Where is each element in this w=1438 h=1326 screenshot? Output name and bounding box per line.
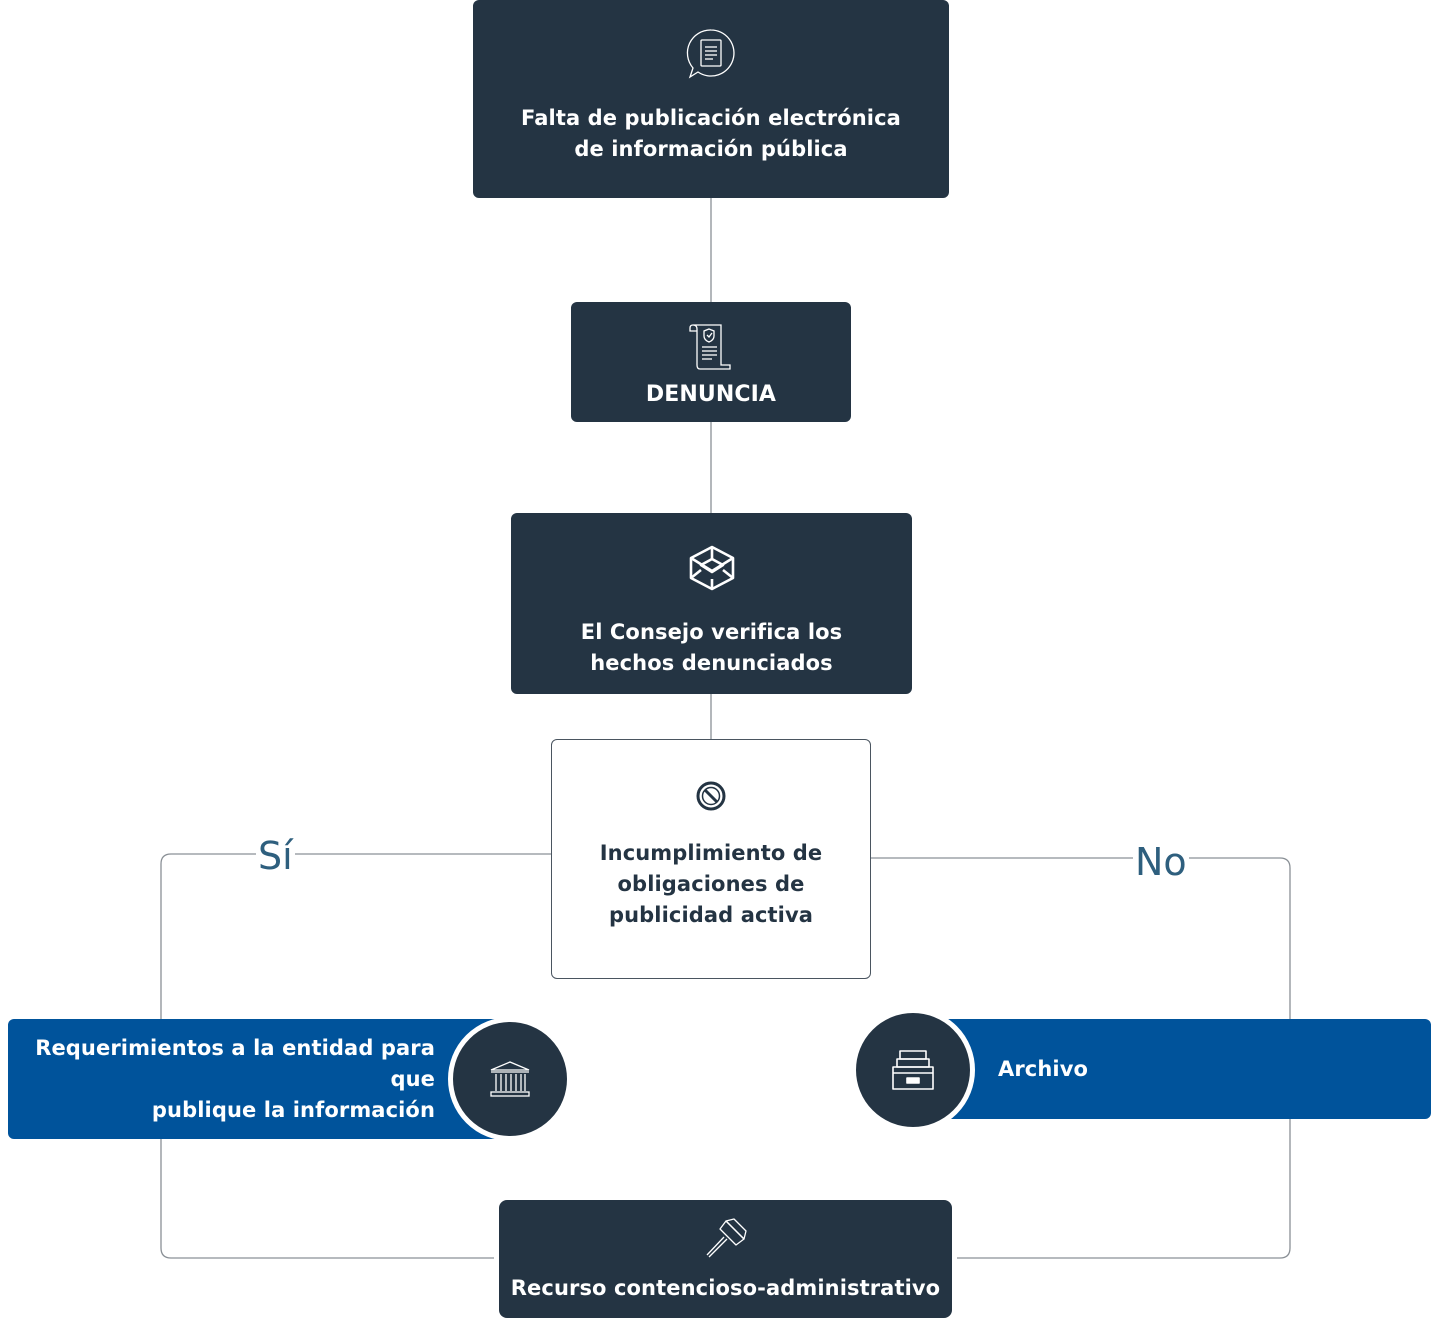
node-denuncia: DENUNCIA xyxy=(571,302,851,422)
connector-req-recurso xyxy=(160,1139,494,1259)
incumplimiento-line-3: publicidad activa xyxy=(608,903,814,927)
falta-line-2: de información pública xyxy=(574,137,848,161)
recurso-label: Recurso contencioso-administrativo xyxy=(510,1276,941,1300)
verify-cube-icon xyxy=(689,545,734,591)
branch-label-no: No xyxy=(1133,840,1189,884)
archive-drawer-icon xyxy=(892,1050,934,1090)
requerimientos-icon-badge xyxy=(448,1017,572,1141)
incumplimiento-line-2: obligaciones de xyxy=(617,872,805,896)
node-requerimientos: Requerimientos a la entidad para que pub… xyxy=(8,1019,508,1139)
falta-line-1: Falta de publicación electrónica xyxy=(521,106,901,130)
node-archivo: Archivo xyxy=(930,1019,1431,1119)
connector-archivo-recurso xyxy=(957,1119,1291,1259)
archivo-icon-badge xyxy=(851,1008,975,1132)
node-falta-publicacion: Falta de publicación electrónica de info… xyxy=(473,0,949,198)
connector-no-branch xyxy=(871,857,1291,1019)
requerimientos-line-2: publique la información xyxy=(151,1097,435,1122)
denuncia-label: DENUNCIA xyxy=(645,382,777,407)
consejo-line-2: hechos denunciados xyxy=(590,651,833,675)
document-chat-icon xyxy=(686,29,735,79)
node-consejo-verifica: El Consejo verifica los hechos denunciad… xyxy=(511,513,912,694)
node-recurso: Recurso contencioso-administrativo xyxy=(499,1200,952,1318)
consejo-line-1: El Consejo verifica los xyxy=(580,620,843,644)
archivo-label: Archivo xyxy=(998,1056,1089,1081)
branch-label-yes: Sí xyxy=(256,834,295,878)
gavel-icon xyxy=(706,1218,747,1258)
government-building-icon xyxy=(490,1061,530,1097)
prohibited-icon xyxy=(696,781,726,811)
requerimientos-line-1: Requerimientos a la entidad para que xyxy=(35,1035,435,1091)
connector-yes-branch xyxy=(160,853,551,1019)
certificate-scroll-icon xyxy=(689,324,731,370)
node-incumplimiento: Incumplimiento de obligaciones de public… xyxy=(551,739,871,979)
incumplimiento-line-1: Incumplimiento de xyxy=(599,841,823,865)
